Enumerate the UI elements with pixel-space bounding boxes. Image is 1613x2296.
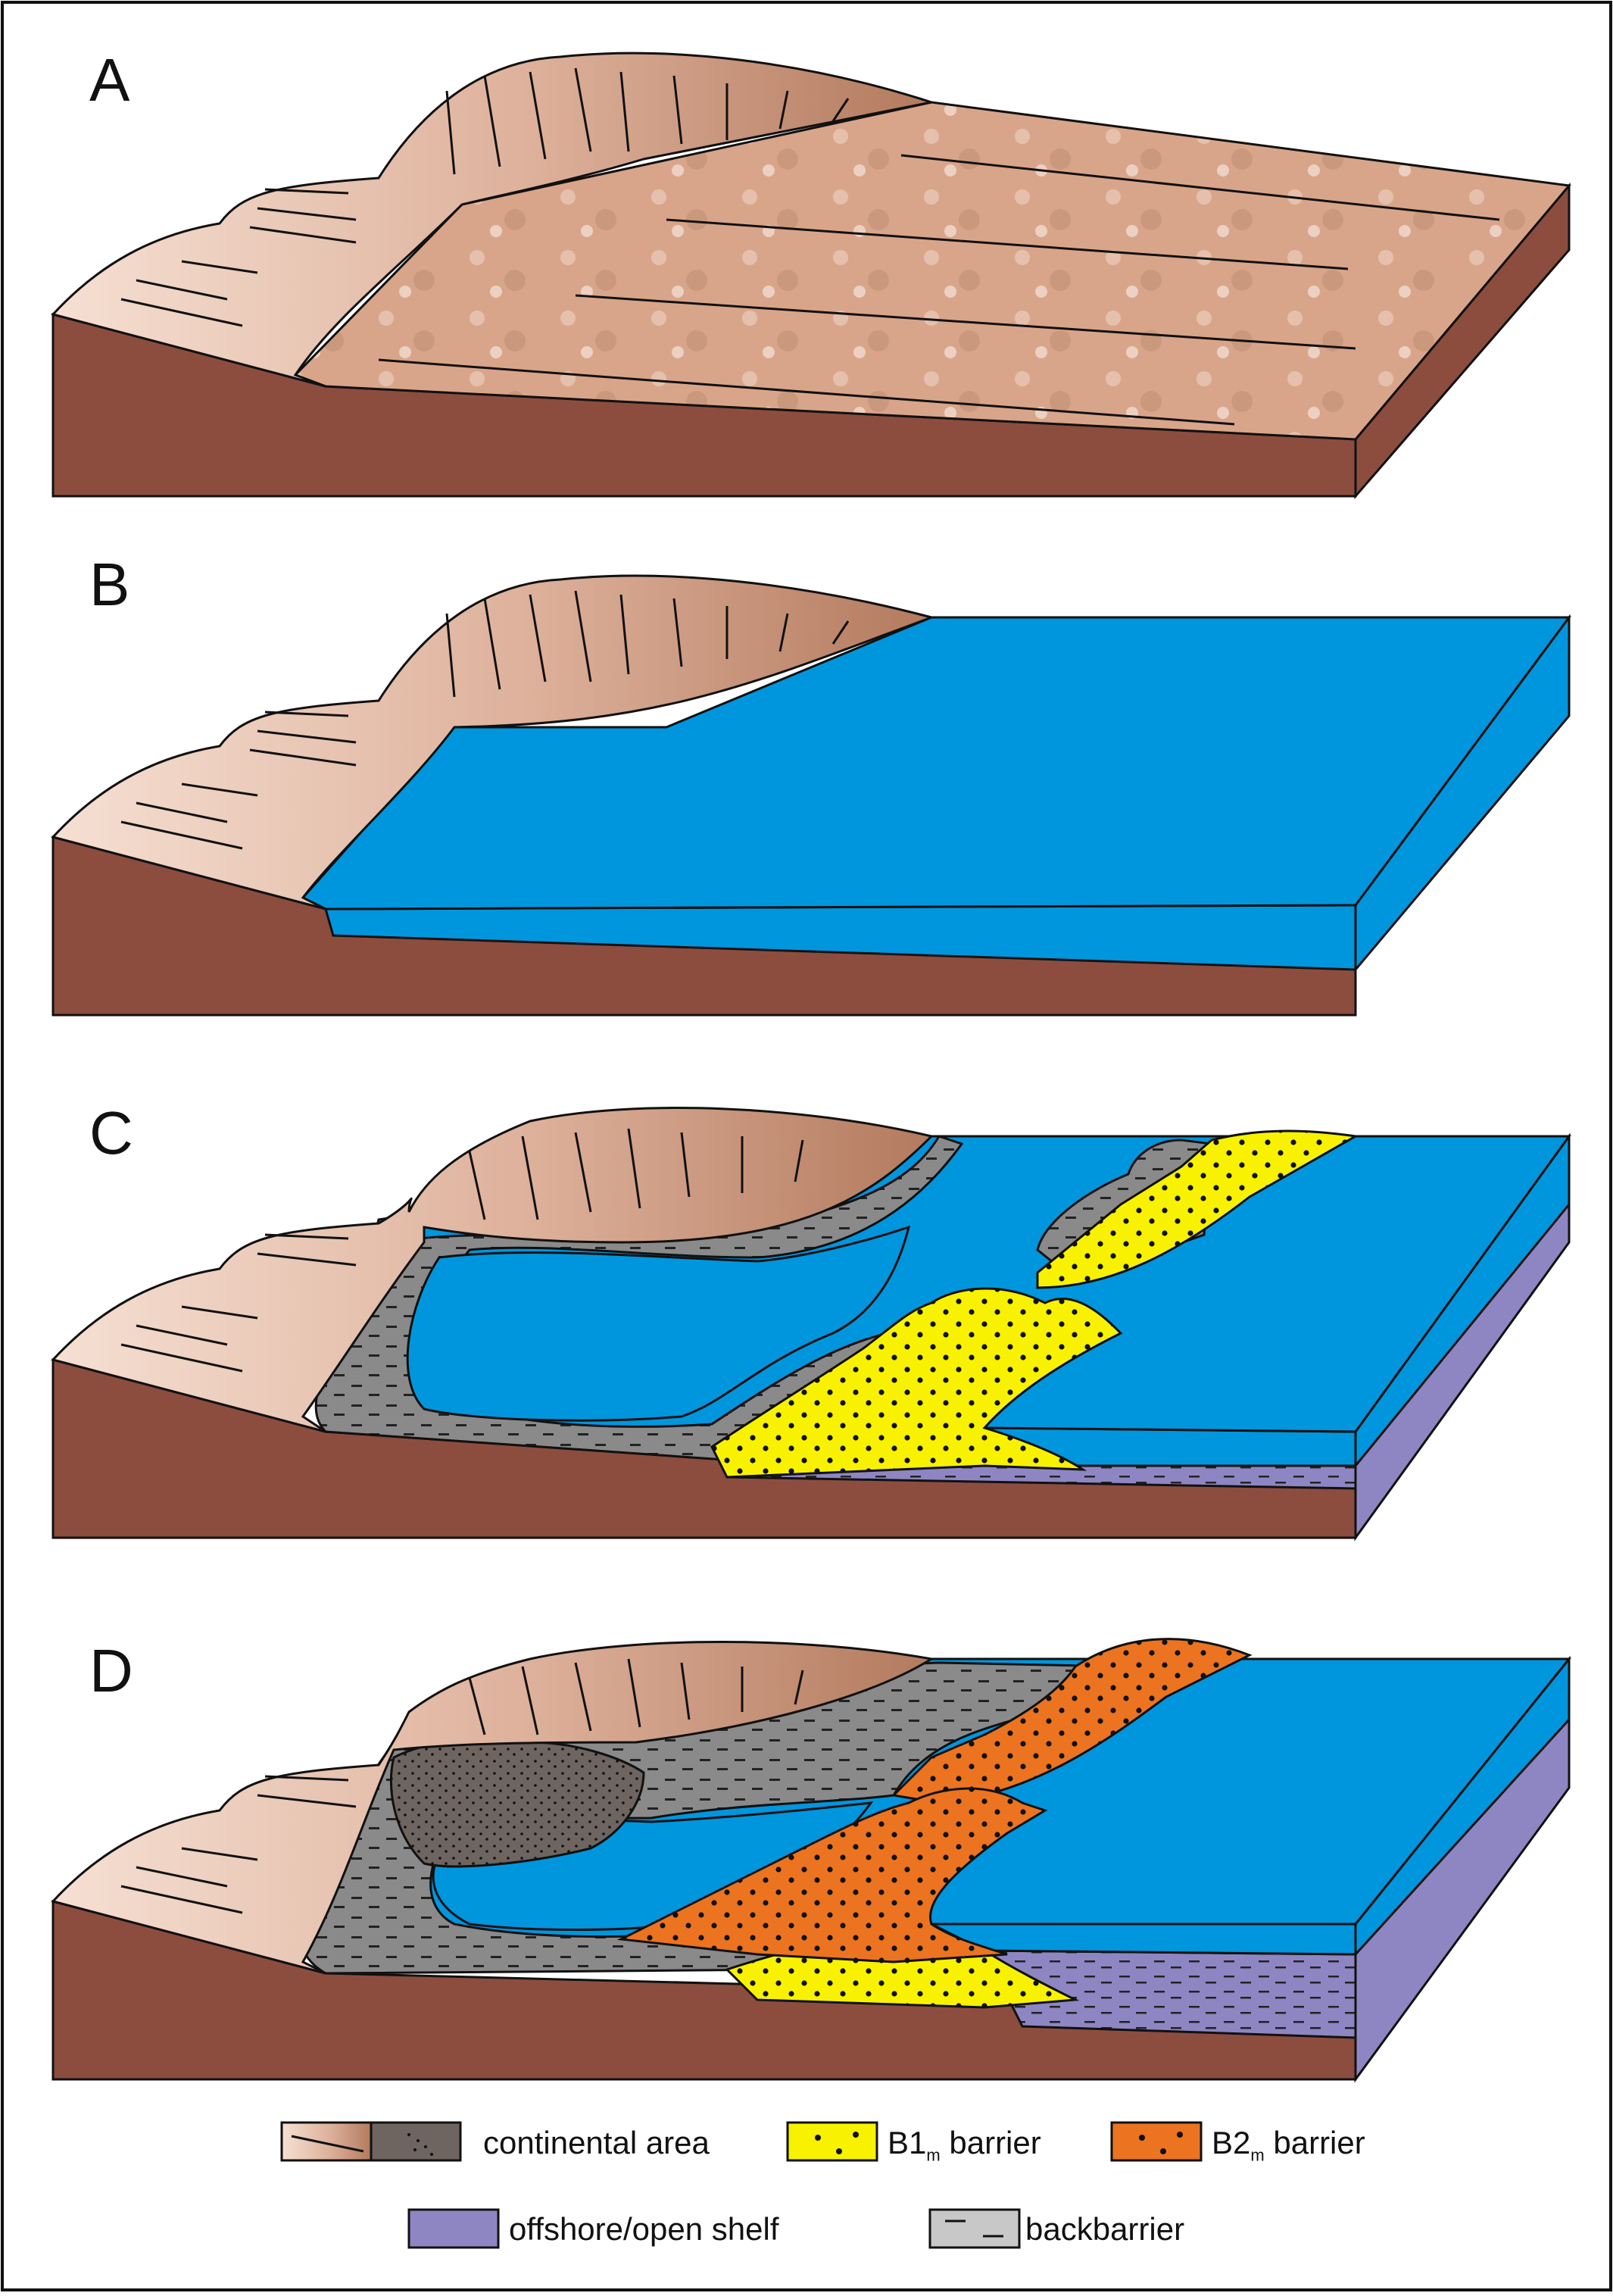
legend-label-offshore: offshore/open shelf [509,2211,779,2247]
panel-d-hatching [120,1658,804,1914]
panel-c-hatching [120,1128,804,1373]
legend-swatch-offshore [407,2208,500,2249]
panel-b-hills [51,574,935,911]
panel-label-a: A [89,46,130,114]
legend-swatch-b2-barrier [1110,2121,1203,2162]
panel-a-hatching [120,67,850,327]
panel-d-hills [51,1641,935,1975]
panel-b-block [51,574,1571,1017]
legend-label-b2-barrier: B2m barrier [1212,2125,1365,2165]
legend-label-backbarrier: backbarrier [1025,2211,1185,2247]
panel-a-hills [51,52,936,388]
panel-c-lower-barrier-b1 [710,1287,1123,1479]
panel-c-block [51,1107,1571,1542]
panel-c-lagoon [406,1225,911,1422]
panel-d-lower-barrier-b2 [616,1787,1048,1963]
legend-swatch-continental-fan [370,2121,462,2162]
legend [280,2121,1203,2249]
panel-label-d: D [89,1637,133,1704]
legend-label-b1-barrier: B1m barrier [888,2125,1041,2165]
legend-label-continental: continental area [483,2125,710,2160]
legend-swatch-continental-light [280,2121,373,2162]
panel-c-upper-barrier-b1 [1036,1129,1359,1289]
panel-label-b: B [89,551,130,618]
legend-swatch-backbarrier [928,2208,1021,2249]
panel-c-hills [51,1107,934,1433]
panel-d-upper-barrier-b2 [891,1638,1253,1804]
panel-a-plain-lines [378,154,1500,426]
legend-swatch-b1-barrier [786,2121,878,2162]
panel-d-block [51,1638,1572,2083]
panel-b-hatching [120,590,850,850]
panel-label-c: C [89,1099,133,1167]
panel-a-block [51,52,1571,500]
